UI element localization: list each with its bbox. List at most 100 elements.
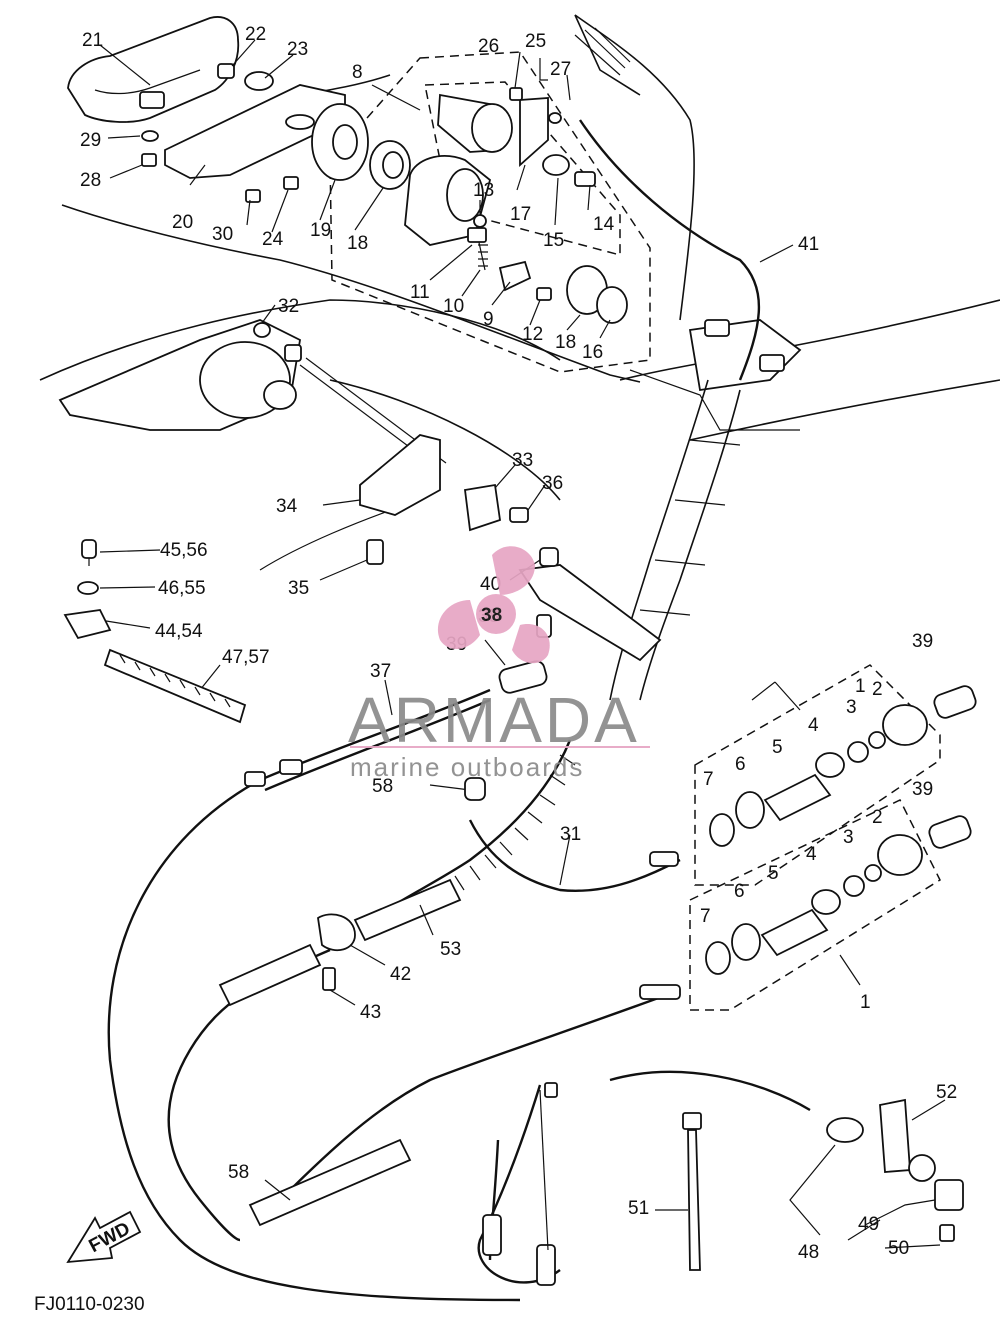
part-42-clamp <box>317 913 356 991</box>
callout-label: 47,57 <box>222 647 270 668</box>
connector-kit-upper <box>694 664 977 886</box>
callout-label: 40 <box>480 574 501 595</box>
callout-label: 4 <box>806 844 817 865</box>
callout-label: 49 <box>858 1214 879 1235</box>
watermark-brand: ARMADA <box>348 684 640 756</box>
fasteners-45-47 <box>63 539 247 724</box>
callout-label: 26 <box>478 36 499 57</box>
callout-label: 8 <box>352 62 363 83</box>
callout-label: 27 <box>550 59 571 80</box>
callout-label: 45,56 <box>160 540 208 561</box>
part-34-bracket <box>359 434 441 516</box>
callout-label: 6 <box>734 881 745 902</box>
part-18-collar <box>369 140 411 190</box>
cable-31 <box>468 819 681 892</box>
part-53-boot <box>353 878 462 942</box>
small-parts-cluster <box>467 214 628 324</box>
callout-label: 7 <box>700 906 711 927</box>
callout-label: 43 <box>360 1002 381 1023</box>
callout-label: 15 <box>543 230 564 251</box>
callout-label: 35 <box>288 578 309 599</box>
callout-label: 51 <box>628 1198 649 1219</box>
callout-label: 30 <box>212 224 233 245</box>
callout-label: 18 <box>555 332 576 353</box>
drawing-code: FJ0110-0230 <box>34 1294 145 1315</box>
callout-label: 52 <box>936 1082 957 1103</box>
cable-41 <box>579 119 761 381</box>
callout-label: 31 <box>560 824 581 845</box>
logo-number: 38 <box>481 605 502 626</box>
part-51-tie <box>682 1112 702 1271</box>
callout-label: 36 <box>542 473 563 494</box>
callout-label: 6 <box>735 754 746 775</box>
callout-label: 9 <box>483 309 494 330</box>
callout-label: 1 <box>855 676 866 697</box>
callout-label: 58 <box>228 1162 249 1183</box>
callout-label: 46,55 <box>158 578 206 599</box>
callout-label: 3 <box>843 827 854 848</box>
grip-hatch <box>574 27 631 76</box>
callout-label: 41 <box>798 234 819 255</box>
callout-label: 13 <box>473 180 494 201</box>
callout-label: 2 <box>872 807 883 828</box>
callout-label: 5 <box>772 737 783 758</box>
exploded-box-8 <box>329 51 651 373</box>
callout-label: 28 <box>80 170 101 191</box>
callout-label: 58 <box>372 776 393 797</box>
logo-petal-top <box>492 546 535 595</box>
callout-label: 23 <box>287 39 308 60</box>
callout-label: 21 <box>82 30 103 51</box>
throttle-housing <box>404 155 492 246</box>
part-52-bracket <box>879 1098 964 1242</box>
callout-label: 17 <box>510 204 531 225</box>
callout-label: 48 <box>798 1242 819 1263</box>
callout-label: 33 <box>512 450 533 471</box>
callout-label: 4 <box>808 715 819 736</box>
callout-label: 39 <box>912 631 933 652</box>
callout-label: 50 <box>888 1238 909 1259</box>
part-35-bolt <box>366 539 384 565</box>
part-19-plate <box>311 103 369 181</box>
callout-label: 53 <box>440 939 461 960</box>
callout-label: 44,54 <box>155 621 203 642</box>
leader-lines <box>99 39 946 1249</box>
steering-column <box>609 379 741 701</box>
watermark: 38 ARMADA marine outboards <box>348 546 650 782</box>
callout-label: 11 <box>410 282 430 303</box>
fwd-arrow: FWD <box>66 1210 142 1264</box>
callout-label: 12 <box>522 324 543 345</box>
part-33-clamp <box>463 483 529 532</box>
callout-label: 25 <box>525 31 546 52</box>
logo-petal-right <box>512 624 550 664</box>
callout-label: 2 <box>872 679 883 700</box>
part-39-left <box>498 660 548 694</box>
callout-label: 39 <box>912 779 933 800</box>
callout-label: 42 <box>390 964 411 985</box>
callout-label: 14 <box>593 214 615 235</box>
callout-label: 7 <box>703 769 714 790</box>
callout-label: 3 <box>846 697 857 718</box>
cable-37 <box>107 688 521 1302</box>
cable-48 <box>609 1070 864 1143</box>
part-21-cover <box>67 16 240 123</box>
callout-label: 19 <box>310 220 331 241</box>
callout-label: 18 <box>347 233 368 254</box>
callout-label: 16 <box>582 342 603 363</box>
connector-kit-lower <box>689 799 972 1011</box>
callout-label: 10 <box>443 296 464 317</box>
callout-label: 29 <box>80 130 101 151</box>
handlebar <box>39 14 1000 571</box>
callout-labels: 1122334455667789101112131415161718181920… <box>80 24 957 1263</box>
throttle-mechanism <box>58 319 447 471</box>
logo-petal-left <box>437 600 480 650</box>
watermark-logo: 38 <box>437 546 550 664</box>
part-20-bracket <box>164 84 346 179</box>
callout-label: 22 <box>245 24 266 45</box>
part-58-sleeve <box>464 777 558 1098</box>
lock-assembly <box>437 87 596 187</box>
callout-label: 1 <box>860 992 871 1013</box>
callout-label: 37 <box>370 661 391 682</box>
callout-label: 34 <box>276 496 298 517</box>
logo-center <box>476 594 516 634</box>
